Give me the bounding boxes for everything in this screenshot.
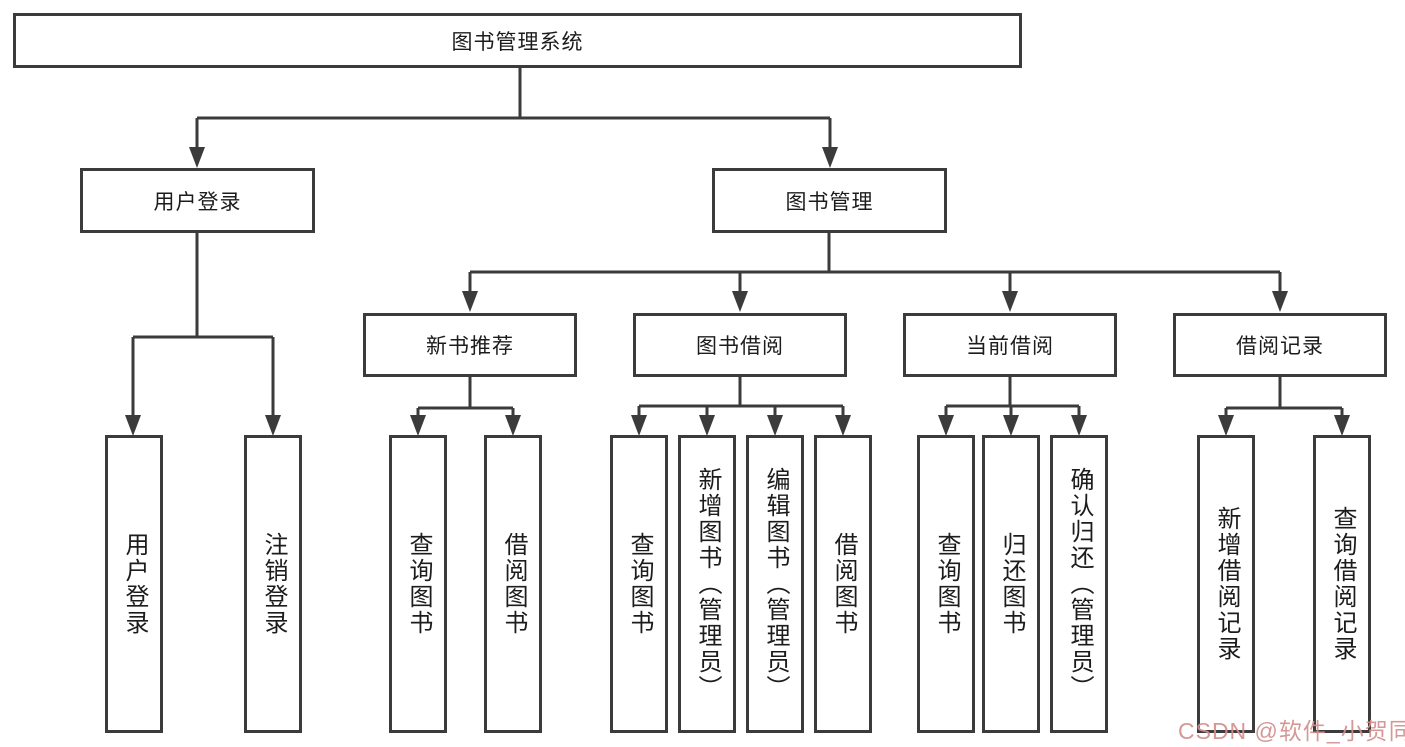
leaf-bb-edit-book-admin: 编辑图书（管理员） bbox=[746, 435, 804, 733]
leaf-cb-query-books: 查询图书 bbox=[917, 435, 975, 733]
node-current-borrowing: 当前借阅 bbox=[903, 313, 1117, 377]
leaf-cb-return-book: 归还图书 bbox=[982, 435, 1040, 733]
node-book-management: 图书管理 bbox=[712, 168, 947, 233]
node-book-borrowing: 图书借阅 bbox=[633, 313, 847, 377]
leaf-user-login: 用户登录 bbox=[105, 435, 163, 733]
node-user-login: 用户登录 bbox=[80, 168, 315, 233]
leaf-bb-query-books: 查询图书 bbox=[610, 435, 668, 733]
leaf-br-query-record: 查询借阅记录 bbox=[1313, 435, 1371, 733]
node-new-book-recommend: 新书推荐 bbox=[363, 313, 577, 377]
leaf-nbr-query-books: 查询图书 bbox=[389, 435, 447, 733]
leaf-bb-add-book-admin: 新增图书（管理员） bbox=[678, 435, 736, 733]
node-borrowing-records: 借阅记录 bbox=[1173, 313, 1387, 377]
node-library-system: 图书管理系统 bbox=[13, 13, 1022, 68]
leaf-logout: 注销登录 bbox=[244, 435, 302, 733]
watermark: CSDN @软件_小贺同学 bbox=[1178, 718, 1405, 744]
leaf-cb-confirm-return-admin: 确认归还（管理员） bbox=[1050, 435, 1108, 733]
arrowhead-icons bbox=[125, 147, 1350, 436]
leaf-bb-borrow-books: 借阅图书 bbox=[814, 435, 872, 733]
leaf-nbr-borrow-books: 借阅图书 bbox=[484, 435, 542, 733]
leaf-br-add-record: 新增借阅记录 bbox=[1197, 435, 1255, 733]
